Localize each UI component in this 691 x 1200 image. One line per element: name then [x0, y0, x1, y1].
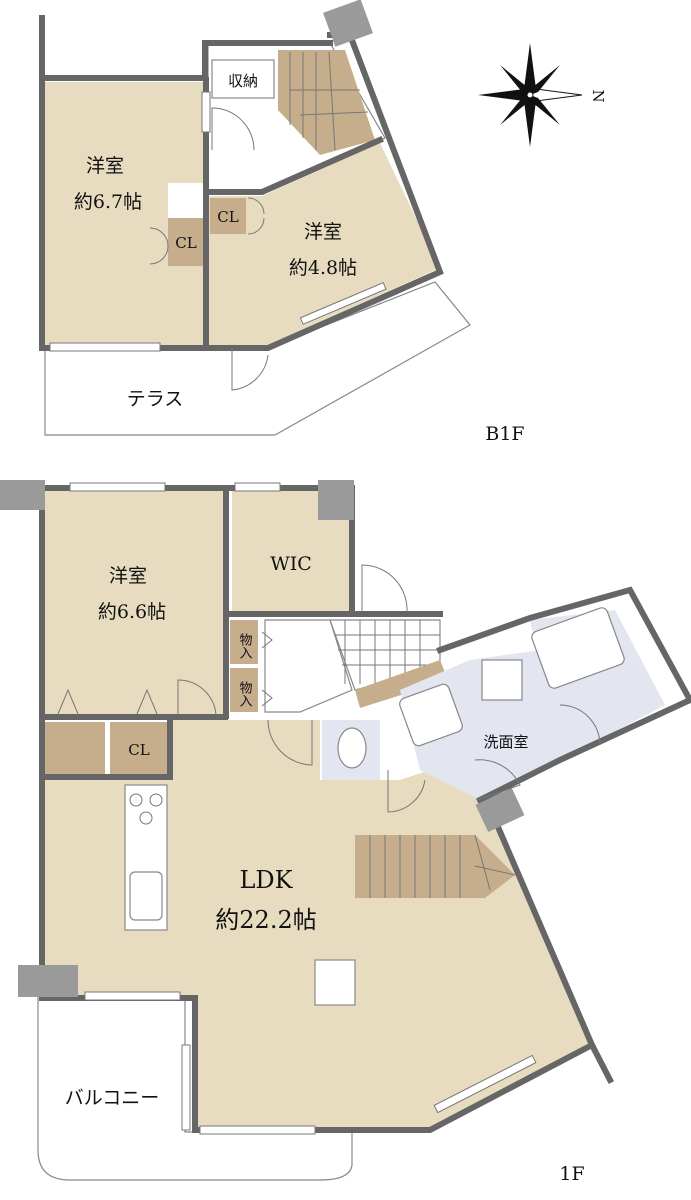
f1-column: [314, 959, 356, 1006]
f1-stairs: [355, 835, 515, 898]
f1-washer: [481, 659, 523, 701]
f1-washroom-label: 洗面室: [483, 733, 528, 751]
f1-sink: [399, 683, 463, 747]
f1-closet-label: CL: [128, 741, 149, 759]
1f-floor: 洋室 約6.6帖 WIC CL 物入 物入 洗面室 LDK 約22.2帖 バルコ…: [0, 480, 691, 1185]
b1-room-b-size: 約4.8帖: [289, 257, 357, 279]
b1-stairs: [278, 50, 375, 155]
b1f-floor-label: B1F: [485, 423, 524, 445]
compass-rose-icon: [478, 43, 583, 147]
b1-storage-label: 収納: [228, 72, 258, 90]
b1-western-room-b: [208, 143, 440, 345]
b1-room-a-name: 洋室: [86, 155, 124, 177]
b1-room-a-size: 約6.7帖: [74, 191, 142, 213]
b1-terrace-label: テラス: [127, 388, 184, 410]
b1f-floor: 洋室 約6.7帖 洋室 約4.8帖 収納 CL CL テラス B1F: [39, 0, 525, 445]
f1-closet: [110, 722, 168, 774]
b1-closet-b: [210, 198, 246, 234]
f1-western-size: 約6.6帖: [98, 601, 166, 623]
compass-north-label: N: [589, 89, 607, 102]
f1-step: [355, 660, 448, 708]
f1-ldk-area: [45, 720, 592, 1130]
b1-closet-a-label: CL: [175, 234, 196, 252]
f1-western-name: 洋室: [109, 565, 147, 587]
b1-storage: [211, 59, 275, 99]
f1-store-b: [230, 668, 258, 712]
f1-store-b-label: 物入: [237, 681, 253, 707]
b1-western-room-a: [45, 82, 205, 345]
f1-ldk-size: 約22.2帖: [215, 906, 316, 934]
b1-stair-treads: [289, 51, 369, 151]
f1-floor-label: 1F: [559, 1163, 584, 1185]
f1-balcony-label: バルコニー: [65, 1087, 160, 1109]
f1-stair-treads: [369, 834, 516, 898]
f1-store-a: [230, 620, 258, 664]
f1-toilet: [337, 727, 367, 769]
f1-entrance: [264, 619, 353, 713]
f1-store-a-label: 物入: [237, 633, 253, 659]
f1-western-room: [45, 490, 223, 716]
b1-closet-b-label: CL: [217, 208, 238, 226]
b1-closet-a: [168, 218, 205, 266]
f1-wic-label: WIC: [270, 553, 312, 575]
f1-stove-icon: [129, 793, 163, 825]
f1-kitchen-sink: [129, 871, 163, 921]
f1-closet-left: [45, 722, 105, 774]
f1-ldk-name: LDK: [239, 866, 293, 894]
b1-room-b-name: 洋室: [304, 221, 342, 243]
f1-bathtub: [531, 607, 625, 689]
